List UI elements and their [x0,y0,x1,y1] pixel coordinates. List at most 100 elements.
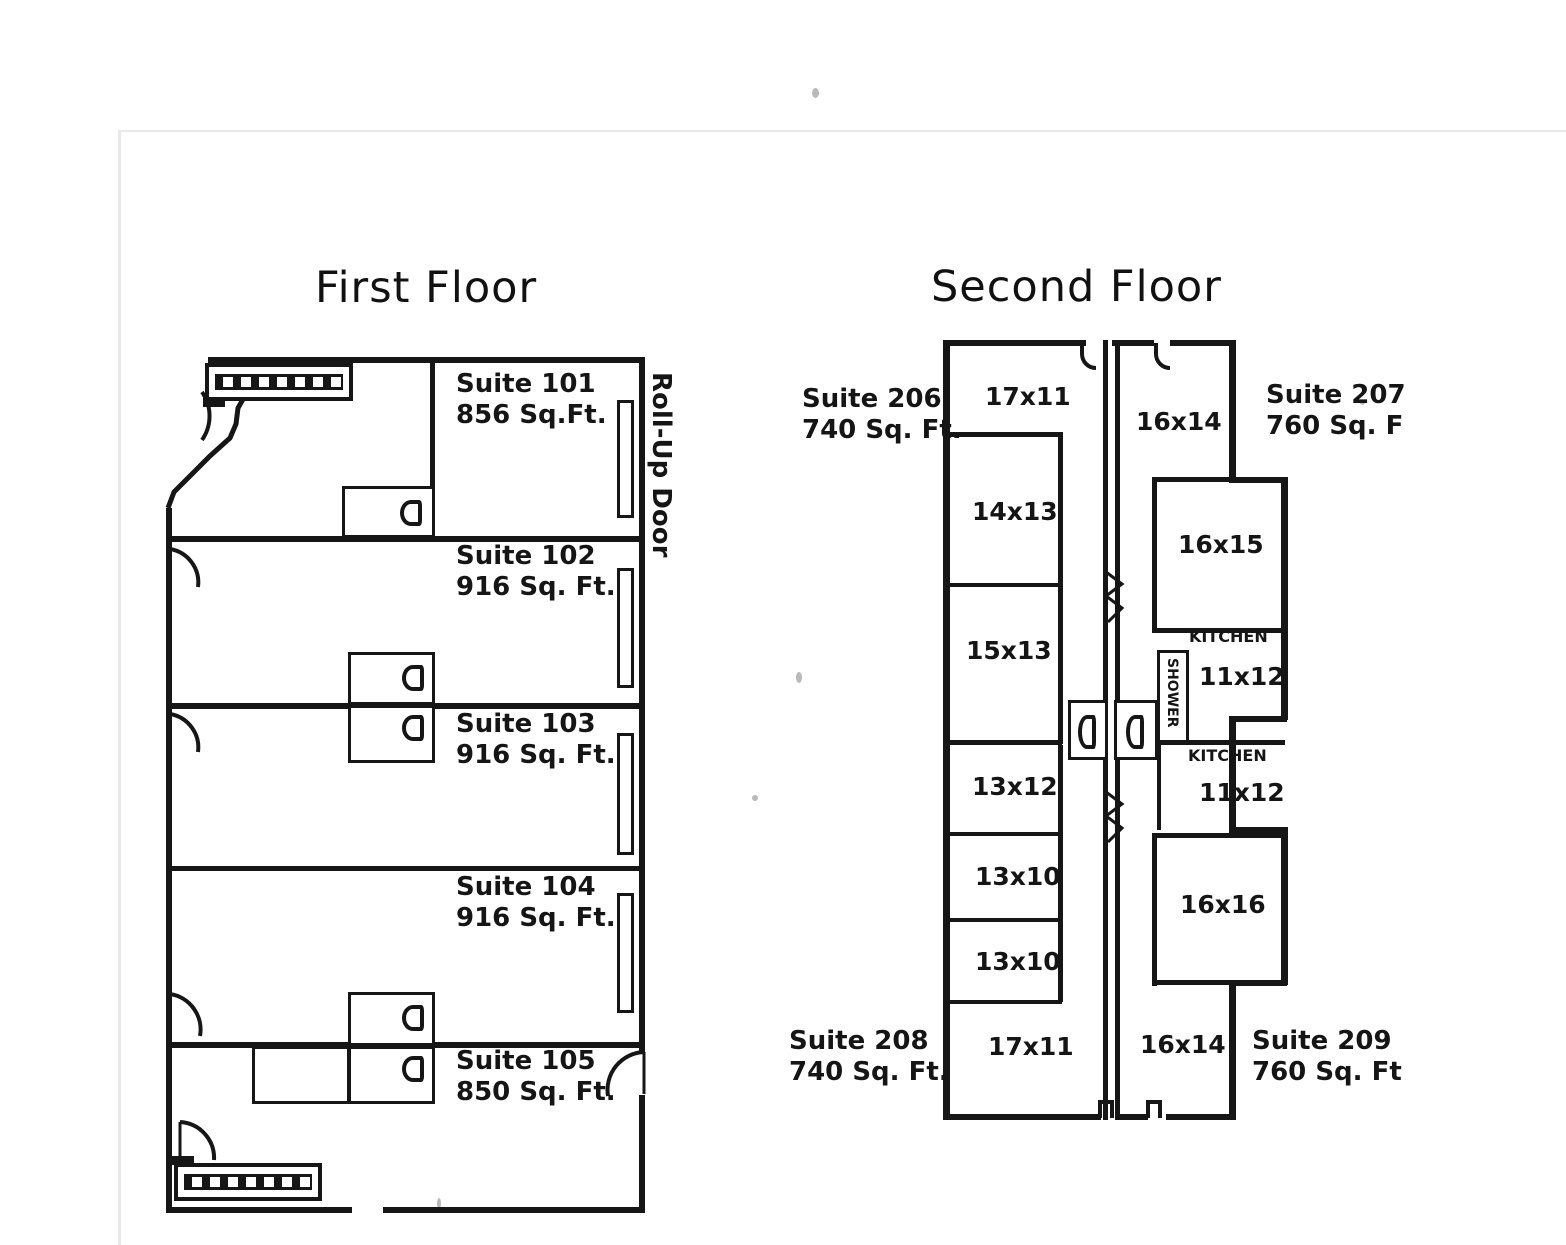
suite-209-area: 760 Sq. Ft [1252,1057,1402,1087]
demising-wall-103-104 [172,866,645,871]
kitchen-207-wall-bottom [1157,740,1285,745]
room-206b-206c-divider [950,583,1062,587]
room-209a-dim: 16x16 [1180,890,1266,919]
room-208c-wall-bottom [950,1000,1062,1004]
door-swing-suite-105 [168,992,203,1037]
second-floor-title: Second Floor [931,262,1222,312]
first-floor-exterior-wall-bottom-left [172,1207,352,1213]
suite-102-area: 916 Sq. Ft. [456,572,616,602]
toilet-fixture-102 [402,665,424,691]
room-206a-dim: 17x11 [985,382,1071,411]
storefront-window-103 [617,733,634,855]
first-floor-title: First Floor [315,263,538,313]
room-208a-208b-divider [950,832,1062,836]
suite-101-label: Suite 101 856 Sq.Ft. [456,369,607,431]
toilet-fixture-101 [400,500,422,526]
second-floor-wall-right-step-a [1229,477,1287,483]
shower-label: SHOWER [1164,658,1180,728]
second-floor-wall-right-mid [1281,477,1288,720]
room-206b-dim: 14x13 [972,497,1058,526]
scan-speck [796,672,802,683]
corridor-stair-break-upper [1103,570,1125,624]
suite-101-name: Suite 101 [456,369,596,399]
entry-door-206 [1080,343,1097,370]
suite-101-area: 856 Sq.Ft. [456,400,607,430]
first-floor-exterior-wall-top [208,357,645,363]
stair-run-south [174,1163,322,1201]
first-floor-exterior-wall-left [166,508,172,1213]
room-206a-wall-bottom [950,432,1061,437]
roll-up-door-label: Roll-Up Door [646,372,676,558]
room-209a-wall-bottom [1152,980,1285,985]
suite-206-area: 740 Sq. Ft. [802,415,962,445]
second-floor-wall-right-upper [1229,340,1236,480]
suite-208-name: Suite 208 [789,1026,929,1056]
first-floor-exterior-wall-bottom [383,1207,645,1213]
suite-208-area: 740 Sq. Ft. [789,1057,949,1087]
kitchen-207-dim: 11x12 [1199,662,1285,691]
toilet-fixture-206-208 [1078,715,1096,749]
toilet-fixture-207-209 [1126,715,1144,749]
suite-207-label: Suite 207 760 Sq. F [1266,380,1406,442]
room-206bc-wall-right [1058,432,1063,744]
room-208c-dim: 13x10 [975,947,1061,976]
suite-105-office [252,1046,350,1104]
door-swing-suite-105-entry [605,1050,646,1097]
suite-206-name: Suite 206 [802,384,942,414]
door-swing-suite-102 [168,547,201,588]
door-swing-canted [200,390,212,442]
second-floor-wall-top-right [1170,340,1234,346]
second-floor-wall-right-bottom [1229,980,1236,1120]
room-207b-wall-bottom [1152,628,1285,633]
restroom-suite-103 [348,705,435,763]
suite-209-name: Suite 209 [1252,1026,1392,1056]
suite-103-area: 916 Sq. Ft. [456,740,616,770]
corridor-stair-break-lower [1103,790,1125,844]
scan-speck [812,88,819,98]
room-208b-dim: 13x10 [975,862,1061,891]
second-floor-wall-top-mid [1112,340,1154,346]
room-207a-dim: 16x14 [1136,407,1222,436]
suite-206-label: Suite 206 740 Sq. Ft. [802,384,962,446]
suite-103-name: Suite 103 [456,709,596,739]
scan-speck [437,1198,441,1209]
restroom-suite-105 [348,1046,435,1104]
second-floor-wall-bottom-mid [1118,1114,1148,1120]
shower-stall [1157,650,1189,743]
suite-105-label: Suite 105 850 Sq. Ft. [456,1046,616,1108]
room-209a-wall-top [1152,833,1285,838]
scan-speck [752,795,758,801]
second-floor-wall-right-step-b [1229,716,1287,722]
suite-207-name: Suite 207 [1266,380,1406,410]
suite-104-area: 916 Sq. Ft. [456,903,616,933]
suite-207-area: 760 Sq. F [1266,411,1404,441]
door-swing-stair-south [178,1120,217,1161]
room-208abc-wall-right [1058,745,1063,1002]
restroom-east-209 [1114,700,1158,760]
kitchen-209-label: KITCHEN [1188,746,1267,765]
demising-wall-101-102 [172,536,645,542]
room-208b-208c-divider [950,918,1062,922]
room-207b-dim: 16x15 [1178,530,1264,559]
first-floor-exterior-wall-right-lower [639,1095,645,1213]
kitchen-209-wall-left [1157,745,1161,830]
room-209b-dim: 16x14 [1140,1030,1226,1059]
toilet-fixture-105 [402,1056,424,1082]
room-206c-dim: 15x13 [966,636,1052,665]
room-206c-wall-bottom [950,740,1062,745]
stair-landing-south [172,1156,194,1165]
suite-209-label: Suite 209 760 Sq. Ft [1252,1026,1402,1088]
kitchen-207-label: KITCHEN [1189,627,1268,646]
suite-105-area: 850 Sq. Ft. [456,1077,616,1107]
room-209a-wall-left [1152,836,1157,986]
toilet-fixture-103 [402,715,424,741]
stair-run-north [205,363,353,401]
stair-treads [184,1174,312,1190]
scan-page-edge-top [118,130,1566,132]
room-207b-wall-left [1152,481,1157,631]
second-floor-wall-right-center [1229,716,1236,829]
suite-104-label: Suite 104 916 Sq. Ft. [456,872,616,934]
stair-landing-north [203,398,225,407]
suite-103-label: Suite 103 916 Sq. Ft. [456,709,616,771]
